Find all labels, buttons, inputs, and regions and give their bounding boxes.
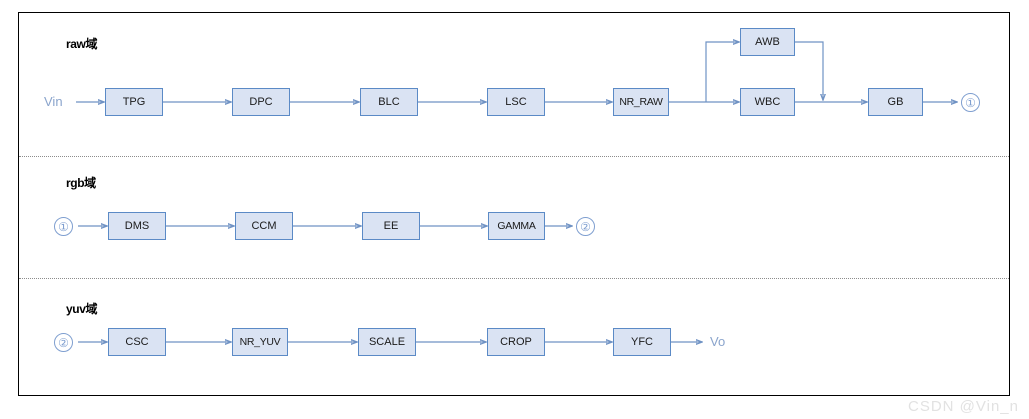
connector-marker-1-in: ① xyxy=(54,217,73,236)
connector-marker-2-out: ② xyxy=(576,217,595,236)
node-nr-yuv[interactable]: NR_YUV xyxy=(232,328,288,356)
node-csc[interactable]: CSC xyxy=(108,328,166,356)
node-tpg[interactable]: TPG xyxy=(105,88,163,116)
section-label-yuv: yuv域 xyxy=(66,302,98,316)
section-label-raw: raw域 xyxy=(66,37,98,51)
section-label-rgb: rgb域 xyxy=(66,176,96,190)
section-separator-raw-rgb xyxy=(19,156,1009,157)
section-separator-rgb-yuv xyxy=(19,278,1009,279)
node-ee[interactable]: EE xyxy=(362,212,420,240)
watermark: CSDN @Vin_n xyxy=(908,398,1019,415)
node-scale[interactable]: SCALE xyxy=(358,328,416,356)
input-label-vin: Vin xyxy=(44,94,63,109)
node-lsc[interactable]: LSC xyxy=(487,88,545,116)
node-blc[interactable]: BLC xyxy=(360,88,418,116)
node-nr-raw[interactable]: NR_RAW xyxy=(613,88,669,116)
output-label-vo: Vo xyxy=(710,334,726,349)
node-dms[interactable]: DMS xyxy=(108,212,166,240)
node-crop[interactable]: CROP xyxy=(487,328,545,356)
node-yfc[interactable]: YFC xyxy=(613,328,671,356)
node-gamma[interactable]: GAMMA xyxy=(488,212,545,240)
node-wbc[interactable]: WBC xyxy=(740,88,795,116)
connector-marker-1-out: ① xyxy=(961,93,980,112)
node-awb[interactable]: AWB xyxy=(740,28,795,56)
node-gb[interactable]: GB xyxy=(868,88,923,116)
node-ccm[interactable]: CCM xyxy=(235,212,293,240)
connector-marker-2-in: ② xyxy=(54,333,73,352)
node-dpc[interactable]: DPC xyxy=(232,88,290,116)
